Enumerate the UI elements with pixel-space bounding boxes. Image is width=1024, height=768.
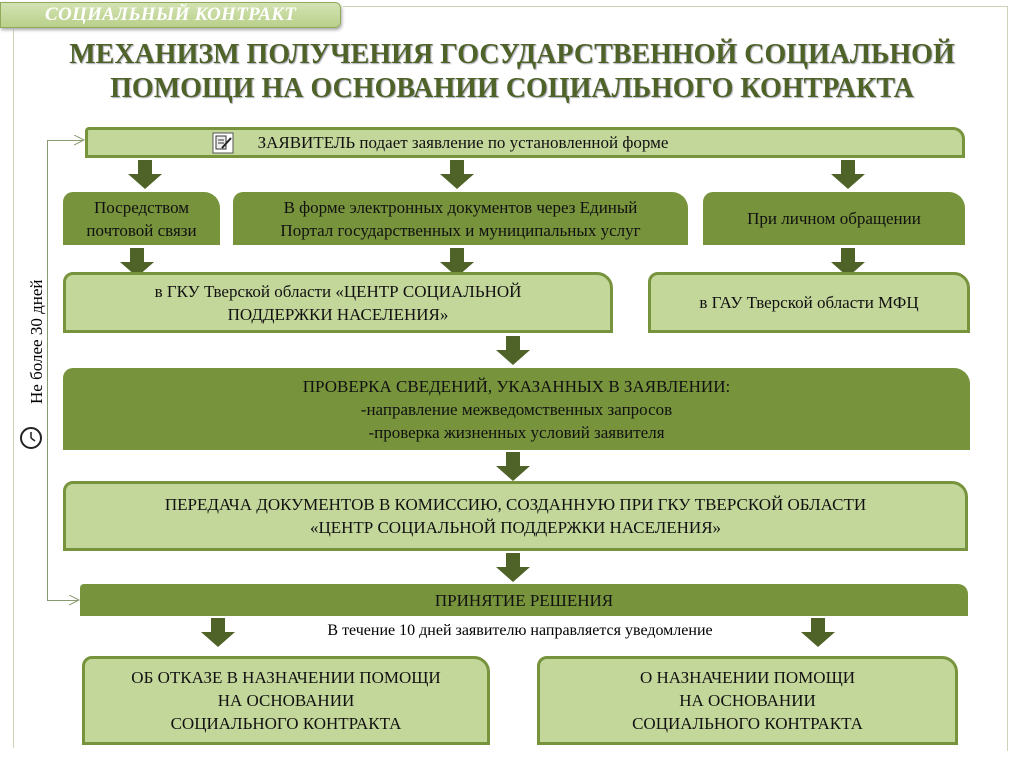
timeline-line <box>47 600 78 601</box>
channel-electronic: В форме электронных документов через Еди… <box>233 192 688 245</box>
frame-line <box>13 28 14 748</box>
down-arrow-icon <box>496 553 530 583</box>
outcome-text: НА ОСНОВАНИИ <box>679 691 816 710</box>
page-title: МЕХАНИЗМ ПОЛУЧЕНИЯ ГОСУДАРСТВЕННОЙ СОЦИА… <box>0 38 1024 106</box>
down-arrow-icon <box>120 248 154 278</box>
decision-text: ПРИНЯТИЕ РЕШЕНИЯ <box>434 590 614 610</box>
channel-text: В форме электронных документов через Еди… <box>283 197 638 217</box>
receiver-mfc: в ГАУ Тверской области МФЦ <box>648 272 970 333</box>
channel-post: Посредством почтовой связи <box>63 192 220 245</box>
outcome-refusal: ОБ ОТКАЗЕ В НАЗНАЧЕНИИ ПОМОЩИ НА ОСНОВАНИ… <box>82 656 490 745</box>
frame-line <box>1007 6 1008 751</box>
down-arrow-icon <box>831 248 865 278</box>
channel-text: почтовой связи <box>86 220 197 240</box>
outcome-text: О НАЗНАЧЕНИИ ПОМОЩИ <box>639 668 856 687</box>
transfer-text: «ЦЕНТР СОЦИАЛЬНОЙ ПОДДЕРЖКИ НАСЕЛЕНИЯ» <box>309 518 722 537</box>
check-item: -проверка жизненных условий заявителя <box>368 422 665 442</box>
decision-bar: ПРИНЯТИЕ РЕШЕНИЯ <box>80 584 968 616</box>
channel-text: Портал государственных и муниципальных у… <box>280 220 641 240</box>
title-line: ПОМОЩИ НА ОСНОВАНИИ СОЦИАЛЬНОГО КОНТРАКТ… <box>110 73 914 104</box>
down-arrow-icon <box>440 160 474 190</box>
frame-line <box>343 6 1008 7</box>
deadline-label: Не более 30 дней <box>27 279 46 405</box>
check-title: ПРОВЕРКА СВЕДЕНИЙ, УКАЗАННЫХ В ЗАЯВЛЕНИИ… <box>302 376 731 396</box>
down-arrow-icon <box>128 160 162 190</box>
outcome-text: ОБ ОТКАЗЕ В НАЗНАЧЕНИИ ПОМОЩИ <box>131 668 441 687</box>
down-arrow-icon <box>440 248 474 278</box>
arrowhead-icon <box>74 135 86 146</box>
timeline-line <box>47 140 48 601</box>
channel-personal: При личном обращении <box>703 192 965 245</box>
transfer-text: ПЕРЕДАЧА ДОКУМЕНТОВ В КОМИССИЮ, СОЗДАННУ… <box>164 495 867 514</box>
applicant-text: ЗАЯВИТЕЛЬ подает заявление по установлен… <box>257 133 669 152</box>
document-edit-icon <box>212 132 234 153</box>
receiver-gku: в ГКУ Тверской области «ЦЕНТР СОЦИАЛЬНОЙ… <box>63 272 613 333</box>
receiver-text: ПОДДЕРЖКИ НАСЕЛЕНИЯ» <box>227 304 449 324</box>
title-line: МЕХАНИЗМ ПОЛУЧЕНИЯ ГОСУДАРСТВЕННОЙ СОЦИА… <box>69 39 955 70</box>
notice-text: В течение 10 дней заявителю направляется… <box>327 622 713 639</box>
channel-text: Посредством <box>93 197 190 217</box>
check-box: ПРОВЕРКА СВЕДЕНИЙ, УКАЗАННЫХ В ЗАЯВЛЕНИИ… <box>63 368 970 450</box>
receiver-text: в ГКУ Тверской области «ЦЕНТР СОЦИАЛЬНОЙ <box>154 281 522 301</box>
outcome-text: СОЦИАЛЬНОГО КОНТРАКТА <box>170 714 402 733</box>
outcome-approval: О НАЗНАЧЕНИИ ПОМОЩИ НА ОСНОВАНИИ СОЦИАЛЬНО… <box>537 656 958 745</box>
down-arrow-icon <box>496 336 530 366</box>
arrowhead-icon <box>69 595 81 606</box>
applicant-box: ЗАЯВИТЕЛЬ подает заявление по установлен… <box>85 127 965 158</box>
down-arrow-icon <box>201 618 235 648</box>
receiver-text: в ГАУ Тверской области МФЦ <box>699 293 919 312</box>
check-item: -направление межведомственных запросов <box>360 399 673 419</box>
down-arrow-icon <box>801 618 835 648</box>
down-arrow-icon <box>831 160 865 190</box>
section-tab: СОЦИАЛЬНЫЙ КОНТРАКТ <box>0 2 341 28</box>
timeline-line <box>47 140 83 141</box>
down-arrow-icon <box>496 452 530 482</box>
clock-icon <box>20 427 42 449</box>
outcome-text: СОЦИАЛЬНОГО КОНТРАКТА <box>632 714 863 733</box>
channel-text: При личном обращении <box>747 209 921 228</box>
transfer-box: ПЕРЕДАЧА ДОКУМЕНТОВ В КОМИССИЮ, СОЗДАННУ… <box>63 481 968 551</box>
outcome-text: НА ОСНОВАНИИ <box>217 691 355 710</box>
